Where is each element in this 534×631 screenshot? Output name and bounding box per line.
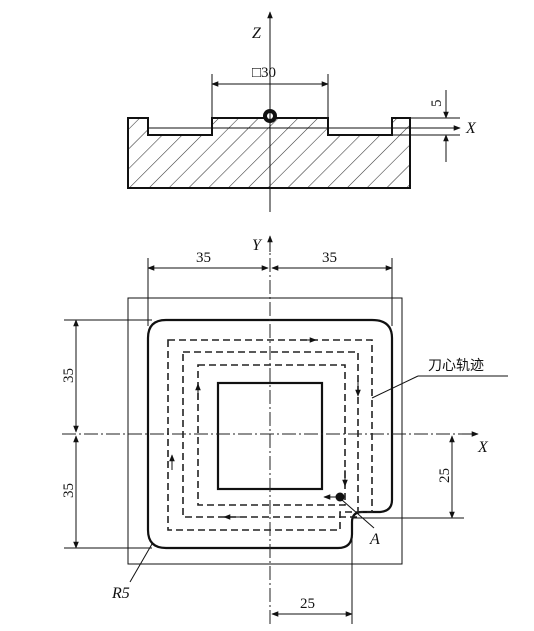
tool-path-label: 刀心轨迹 bbox=[428, 358, 484, 374]
section-body-hatch bbox=[127, 117, 411, 189]
tool-path-middle bbox=[182, 351, 359, 518]
tool-path-inner bbox=[197, 364, 346, 506]
block-outline bbox=[127, 297, 403, 565]
dim-right-label: 25 bbox=[437, 468, 453, 483]
x-axis-section-label: X bbox=[465, 120, 477, 137]
point-a-marker bbox=[335, 492, 345, 502]
point-a-leader bbox=[341, 499, 375, 529]
z-axis-label: Z bbox=[252, 25, 262, 42]
radius-leader bbox=[129, 543, 153, 583]
radius-label: R5 bbox=[111, 585, 130, 602]
dim-left-lower-label: 35 bbox=[61, 483, 77, 498]
x-axis-plan-label: X bbox=[477, 439, 489, 456]
y-axis-label: Y bbox=[252, 237, 263, 254]
point-a-label: A bbox=[369, 531, 380, 548]
dim-top-right-label: 35 bbox=[322, 250, 337, 266]
dim-5-label: 5 bbox=[429, 100, 445, 108]
dim-top-left-label: 35 bbox=[196, 250, 211, 266]
section-view: Z □30 5 X bbox=[127, 11, 477, 212]
tool-path-outer bbox=[167, 339, 373, 531]
plan-view: A 刀心轨迹 Y X 35 35 35 35 25 25 bbox=[61, 235, 508, 624]
dim-left-upper-label: 35 bbox=[61, 368, 77, 383]
dim-bottom-label: 25 bbox=[300, 596, 315, 612]
dim-30-label: □30 bbox=[252, 65, 276, 81]
tool-path-leader bbox=[371, 375, 419, 399]
